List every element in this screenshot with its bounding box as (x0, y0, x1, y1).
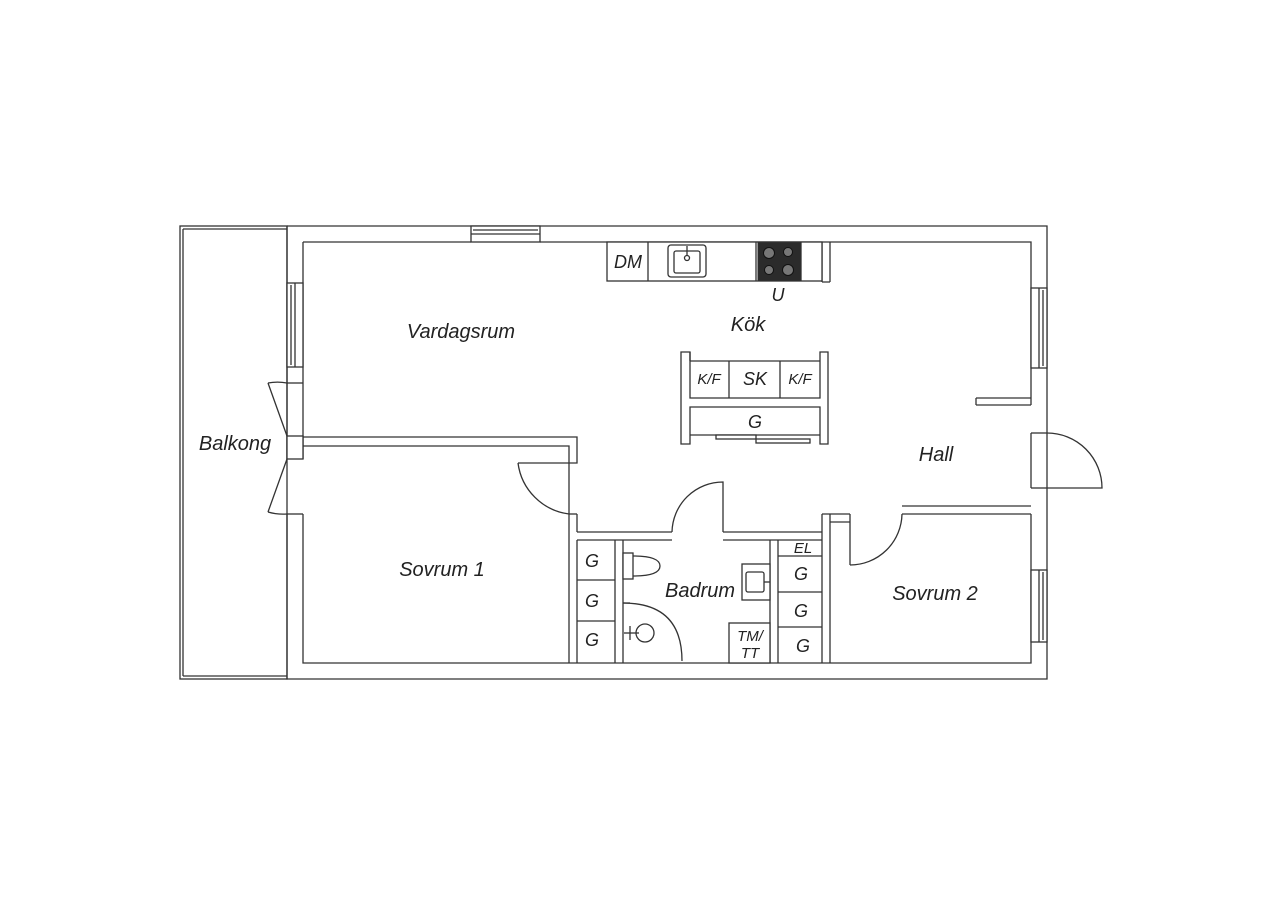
label-tm: TM/ (737, 628, 765, 645)
label-g-island: G (748, 412, 762, 432)
room-label-sovrum2: Sovrum 2 (892, 583, 978, 605)
hall-closets (778, 555, 822, 628)
label-g-hall-3: G (796, 636, 810, 656)
sink-icon (667, 244, 707, 278)
label-g-sov1-1: G (585, 551, 599, 571)
label-g-sov1-3: G (585, 630, 599, 650)
room-label-badrum: Badrum (665, 580, 735, 602)
label-g-hall-1: G (794, 564, 808, 584)
label-tt: TT (741, 645, 761, 662)
sovrum1-closets (576, 540, 615, 663)
room-label-vardagsrum: Vardagsrum (407, 321, 515, 343)
room-label-balkong: Balkong (199, 433, 271, 455)
room-label-sovrum1: Sovrum 1 (399, 559, 485, 581)
label-kf-right: K/F (788, 371, 812, 388)
room-label-kok: Kök (731, 314, 766, 336)
toilet-icon (622, 552, 661, 580)
interior-walls (303, 242, 1031, 663)
room-label-hall: Hall (919, 444, 954, 466)
label-g-hall-2: G (794, 601, 808, 621)
balcony-door (267, 381, 304, 515)
label-sk: SK (743, 369, 768, 389)
label-el: EL (794, 540, 812, 557)
outer-walls (286, 225, 1048, 680)
kitchen-island (680, 351, 829, 445)
label-kf-left: K/F (697, 371, 721, 388)
bathroom-sink-icon (741, 563, 771, 601)
shower-icon (622, 602, 683, 662)
stove-icon (757, 242, 801, 281)
windows (286, 225, 1048, 643)
label-g-sov1-2: G (585, 591, 599, 611)
interior-doors (517, 462, 903, 566)
label-dm: DM (614, 252, 642, 272)
front-door (1046, 432, 1103, 489)
washer-dryer (728, 622, 771, 664)
label-u: U (772, 285, 786, 305)
